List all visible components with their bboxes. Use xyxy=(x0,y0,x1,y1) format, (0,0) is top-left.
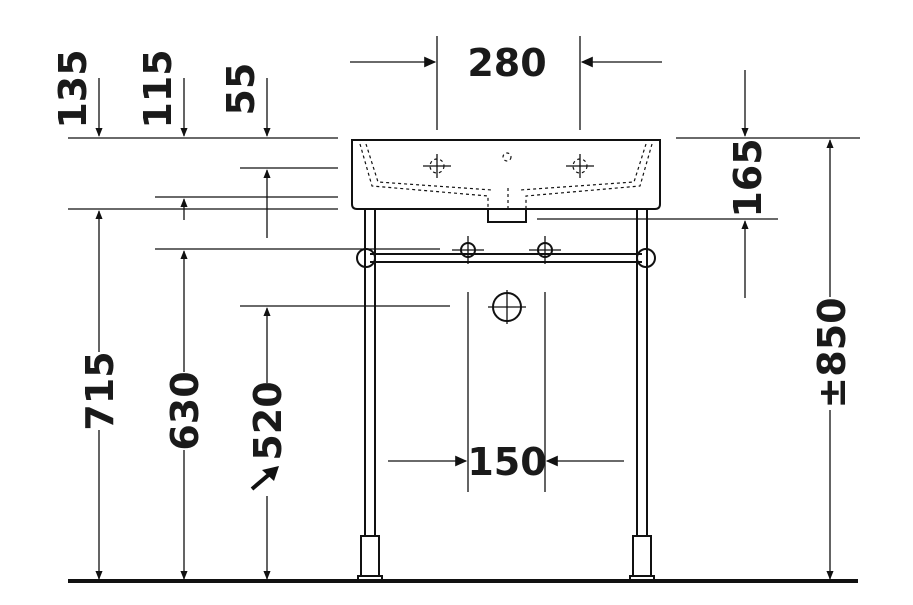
leg-left xyxy=(357,209,383,581)
tolerance-symbol: ± xyxy=(810,377,854,409)
tap-hole-left-icon xyxy=(423,154,451,178)
dimension-280: 280 xyxy=(350,36,662,130)
dimension-715: 715 xyxy=(78,210,122,580)
dimension-850-label: ±850 xyxy=(810,297,854,408)
dimension-135: 135 xyxy=(51,49,103,137)
diagonal-arrow-icon xyxy=(250,466,279,491)
dimension-150: 150 xyxy=(388,292,624,492)
dimension-135-label: 135 xyxy=(51,49,95,128)
dimension-115-label: 115 xyxy=(136,49,180,128)
dimension-280-label: 280 xyxy=(467,41,546,85)
overflow-hole-icon xyxy=(502,152,512,162)
dimension-850-value: 850 xyxy=(810,297,854,376)
dimension-630-label: 630 xyxy=(163,371,207,450)
dimension-55: 55 xyxy=(219,63,271,137)
drain-spigot xyxy=(487,208,527,223)
dimension-150-label: 150 xyxy=(467,440,546,484)
basin xyxy=(351,139,661,223)
waste-outlet-icon xyxy=(488,290,526,324)
dimension-55-label: 55 xyxy=(219,63,263,116)
dimension-850: ±850 xyxy=(810,139,854,580)
dimension-630: 630 xyxy=(163,250,207,580)
supply-hole-right-icon xyxy=(529,236,561,264)
supply-hole-left-icon xyxy=(452,236,484,264)
leg-right xyxy=(629,209,655,581)
tap-hole-right-icon xyxy=(566,154,594,178)
dimension-520: 520 xyxy=(246,307,290,580)
dimension-115: 115 xyxy=(136,49,188,137)
dimension-165-label: 165 xyxy=(726,138,770,217)
dimension-715-label: 715 xyxy=(78,351,122,430)
dimension-165: 165 xyxy=(537,70,778,298)
dimension-520-label: 520 xyxy=(246,381,290,460)
towel-rail xyxy=(356,248,656,268)
